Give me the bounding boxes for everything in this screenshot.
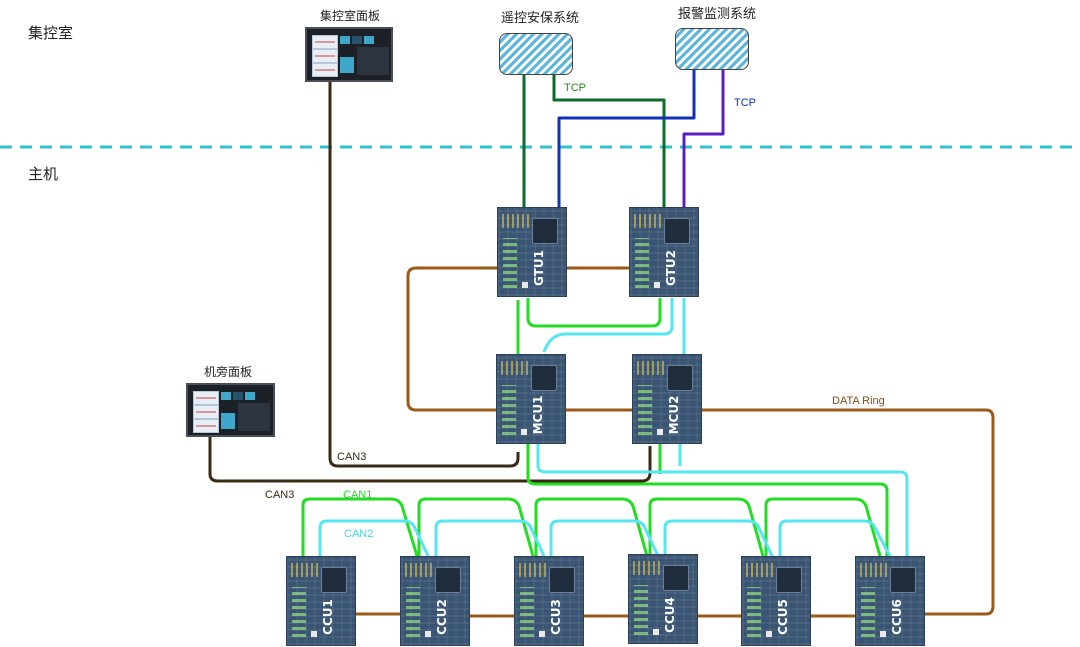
- board-chip: [663, 565, 689, 591]
- board-pins: [502, 214, 532, 228]
- board-pins: [860, 563, 890, 577]
- board-components: [635, 238, 649, 288]
- ccu6-board[interactable]: CCU6: [855, 556, 925, 646]
- board-chip: [321, 567, 347, 593]
- board-components: [747, 587, 761, 637]
- panel-pane: [357, 47, 389, 75]
- board-chip: [435, 567, 461, 593]
- ccu5-board[interactable]: CCU5: [741, 556, 811, 646]
- panel-tile: [221, 392, 231, 400]
- ccu4-board[interactable]: CCU4: [628, 554, 698, 644]
- board-chip: [890, 567, 916, 593]
- control-room-panel-title: 集控室面板: [319, 9, 380, 23]
- ccu3-board[interactable]: CCU3: [514, 556, 584, 646]
- can2-label: CAN2: [344, 528, 374, 540]
- board-label: CCU3: [549, 599, 563, 635]
- panel-chart: [312, 49, 338, 63]
- data-ring-wires: [355, 266, 995, 618]
- board-label: GTU2: [664, 250, 678, 286]
- engine-room-panel-title: 机旁面板: [203, 365, 252, 379]
- panel-chart: [193, 419, 219, 433]
- panel-tile: [340, 57, 354, 73]
- panel-pane: [238, 403, 270, 431]
- board-chip: [531, 365, 557, 391]
- board-label: GTU1: [532, 250, 546, 286]
- remote-security-system[interactable]: [499, 33, 573, 75]
- board-chip: [549, 567, 575, 593]
- board-components: [503, 238, 517, 288]
- panel-tile: [245, 392, 255, 400]
- board-components: [292, 587, 306, 637]
- board-pins: [634, 214, 664, 228]
- board-led: [657, 429, 663, 435]
- zone-label-control-room: 集控室: [28, 24, 74, 42]
- board-components: [502, 385, 516, 435]
- board-label: CCU6: [890, 599, 904, 635]
- can1-label: CAN1: [343, 489, 373, 501]
- alarm-monitor-title: 报警监测系统: [677, 7, 756, 22]
- panel-chart: [193, 391, 219, 405]
- can1-wires: [301, 298, 889, 557]
- board-chip: [664, 218, 690, 244]
- panel-tile: [364, 36, 374, 44]
- board-pins: [291, 563, 321, 577]
- ccu1-board[interactable]: CCU1: [286, 556, 356, 646]
- board-components: [861, 587, 875, 637]
- tcp-wires: [522, 68, 725, 207]
- board-led: [521, 429, 527, 435]
- gtu2-board[interactable]: GTU2: [629, 207, 699, 297]
- panel-tile: [233, 392, 243, 400]
- remote-security-title: 遥控安保系统: [500, 11, 579, 26]
- panel-chart: [312, 63, 338, 77]
- alarm-monitor-system[interactable]: [675, 28, 749, 70]
- panel-tile: [352, 36, 362, 44]
- zone-label-host: 主机: [28, 165, 59, 183]
- board-led: [425, 631, 431, 637]
- board-led: [880, 631, 886, 637]
- tcp-label-left: TCP: [564, 82, 586, 94]
- board-led: [654, 282, 660, 288]
- panel-chart: [312, 35, 338, 49]
- can3-label-upper: CAN3: [337, 451, 367, 463]
- panel-chart: [193, 405, 219, 419]
- board-pins: [637, 361, 667, 375]
- mcu2-board[interactable]: MCU2: [632, 354, 702, 444]
- gtu1-board[interactable]: GTU1: [497, 207, 567, 297]
- board-label: CCU4: [663, 597, 677, 633]
- board-components: [634, 585, 648, 635]
- board-pins: [501, 361, 531, 375]
- board-chip: [776, 567, 802, 593]
- board-components: [520, 587, 534, 637]
- board-label: CCU1: [321, 599, 335, 635]
- board-label: CCU2: [435, 599, 449, 635]
- panel-tile: [221, 413, 235, 429]
- data-ring-label: DATA Ring: [832, 395, 885, 407]
- mcu1-board[interactable]: MCU1: [496, 354, 566, 444]
- board-led: [311, 631, 317, 637]
- board-led: [539, 631, 545, 637]
- board-components: [638, 385, 652, 435]
- board-pins: [746, 563, 776, 577]
- board-led: [653, 629, 659, 635]
- control-room-panel[interactable]: [305, 27, 393, 82]
- board-pins: [633, 561, 663, 575]
- board-components: [406, 587, 420, 637]
- panel-tile: [340, 36, 350, 44]
- engine-room-panel[interactable]: [186, 383, 275, 437]
- board-led: [522, 282, 528, 288]
- can3-label-lower: CAN3: [265, 489, 295, 501]
- board-led: [766, 631, 772, 637]
- board-chip: [667, 365, 693, 391]
- board-pins: [519, 563, 549, 577]
- can2-wires: [318, 298, 909, 557]
- board-chip: [532, 218, 558, 244]
- board-label: CCU5: [776, 599, 790, 635]
- board-label: MCU2: [667, 395, 681, 435]
- board-label: MCU1: [531, 395, 545, 435]
- board-pins: [405, 563, 435, 577]
- tcp-label-right: TCP: [734, 97, 756, 109]
- can3-wires: [208, 82, 652, 483]
- ccu2-board[interactable]: CCU2: [400, 556, 470, 646]
